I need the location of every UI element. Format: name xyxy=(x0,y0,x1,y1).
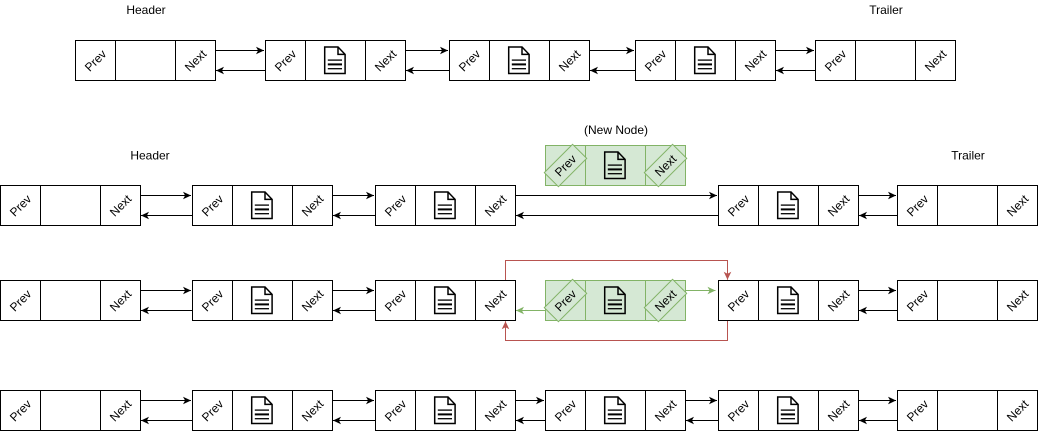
svg-text:Trailer: Trailer xyxy=(869,3,903,17)
svg-text:Header: Header xyxy=(126,3,165,17)
svg-text:(New Node): (New Node) xyxy=(584,123,648,137)
svg-text:Trailer: Trailer xyxy=(951,149,985,163)
svg-text:Header: Header xyxy=(130,149,169,163)
